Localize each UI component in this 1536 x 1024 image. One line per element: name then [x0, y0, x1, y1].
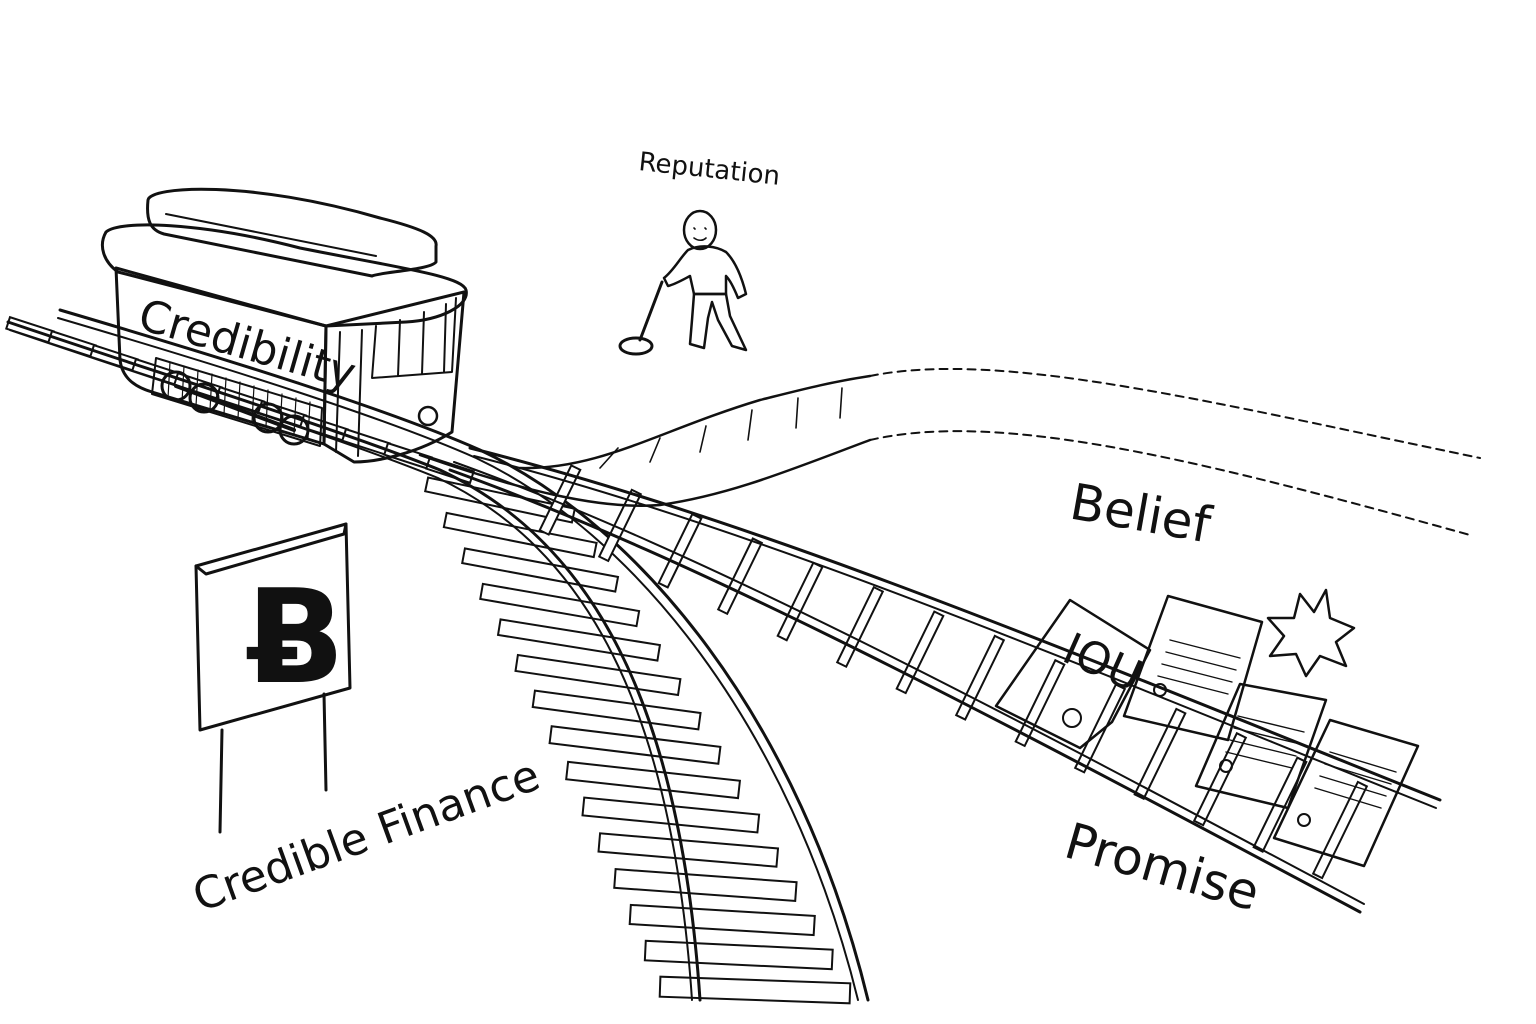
wheel-coupling-rod: [174, 384, 296, 432]
iou-seal: [1062, 708, 1082, 728]
spark-icon: [1266, 588, 1356, 678]
wheel: [160, 370, 192, 402]
track-sleeper: [548, 725, 722, 765]
track-sleeper: [1192, 731, 1248, 827]
track-sleeper: [954, 634, 1006, 721]
wheel: [188, 382, 220, 414]
track-sleeper: [835, 585, 885, 668]
trolley-undercarriage: [151, 357, 323, 447]
sign-board-edge: [194, 522, 348, 576]
certificate-paper: [1122, 594, 1264, 742]
track-sleeper: [531, 689, 702, 731]
certificate-seal: [1153, 683, 1167, 697]
track-sleeper: [565, 760, 742, 800]
belief-track-rail-upper: [518, 374, 872, 470]
trolley-body-front: [322, 290, 466, 464]
trolley-headlight: [417, 405, 439, 427]
credible-finance-label: Credible Finance: [186, 750, 546, 923]
trolley-front-windows: [335, 297, 457, 457]
trolley-roof-top: [146, 187, 438, 278]
track-sleeper: [1014, 658, 1066, 748]
track-sleeper: [1073, 683, 1127, 774]
wheel: [278, 414, 310, 446]
track-sleeper: [657, 512, 703, 589]
track-sleeper: [643, 939, 834, 971]
certificate: [1122, 594, 1264, 742]
belief-track-dashed-upper: [869, 367, 1481, 459]
certificate-lines: [1314, 751, 1397, 809]
figure-torso: [662, 245, 748, 300]
track-sleeper: [461, 547, 620, 593]
main-track-sleepers: [5, 315, 852, 1005]
trolley-body-side: [114, 266, 328, 446]
track-sleeper: [613, 868, 798, 902]
trolley-roof-top-lines: [163, 213, 377, 277]
track-sleeper: [1252, 756, 1308, 853]
figure-face: [693, 227, 707, 242]
track-sleeper: [442, 511, 598, 559]
promise-label: Promise: [1059, 812, 1266, 923]
track-sleeper: [423, 476, 577, 524]
promise-track: [448, 446, 1442, 914]
promise-track-rail-upper-inner: [473, 455, 1437, 809]
trolley-wheels: [160, 370, 310, 446]
reputation-figure: Reputation: [618, 147, 781, 356]
main-track-rail-inner-right: [57, 317, 859, 1001]
track-sleeper: [895, 610, 945, 695]
certificate-lines: [1225, 715, 1305, 769]
metal-detector-coil: [618, 336, 654, 356]
belief-track-sleepers: [599, 387, 843, 469]
belief-track-dashed-lower: [869, 430, 1471, 536]
track-sleeper: [597, 832, 780, 868]
track-sleeper: [658, 975, 852, 1005]
sign-board: [194, 522, 352, 732]
sign-posts: [218, 692, 328, 834]
certificate: [1272, 718, 1420, 868]
track-sleeper: [628, 903, 816, 937]
certificate-seal: [1219, 759, 1233, 773]
figure-head: [682, 209, 718, 251]
iou-text: IOU: [1056, 623, 1150, 702]
belief-track-rail-lower: [418, 438, 872, 507]
certificate-lines: [1157, 639, 1241, 695]
iou-note: IOU: [994, 598, 1152, 750]
trolley-roof: [101, 223, 468, 328]
promise-track-rail-lower-inner: [453, 461, 1365, 905]
bitcoin-signpost: Ƀ: [194, 522, 352, 834]
track-sleeper: [581, 796, 761, 834]
figure-label: Reputation: [637, 147, 781, 192]
belief-label: Belief: [1066, 473, 1217, 555]
belief-track: [418, 367, 1481, 536]
figure-legs: [688, 292, 748, 352]
track-sleeper: [716, 537, 764, 616]
promise-track-rail-lower: [448, 468, 1362, 914]
promise-track-sleepers: [538, 464, 1369, 880]
track-sleeper: [597, 488, 643, 563]
certificate-seal: [1297, 813, 1311, 827]
certificate-paper: [1272, 718, 1420, 868]
iou-paper: [994, 598, 1152, 750]
track-sleeper: [514, 653, 682, 697]
promise-documents: IOU: [994, 588, 1420, 868]
bitcoin-icon: Ƀ: [246, 561, 345, 713]
main-track-rail-outer-left: [6, 320, 702, 1002]
wheel: [252, 402, 284, 434]
promise-track-rail-upper: [468, 446, 1442, 802]
metal-detector-pole: [638, 280, 664, 342]
track-sleeper: [1133, 707, 1187, 801]
